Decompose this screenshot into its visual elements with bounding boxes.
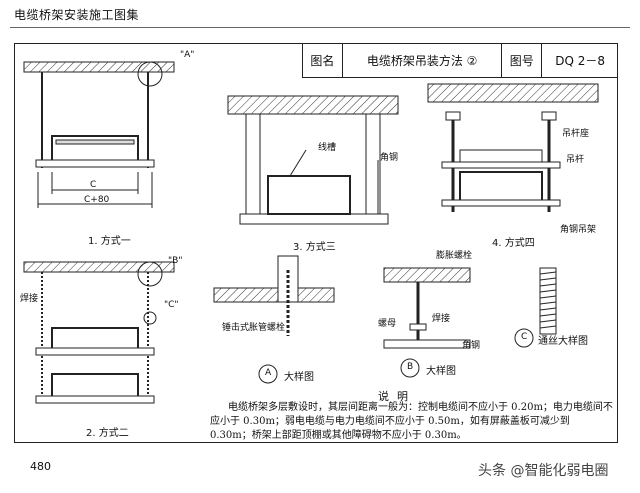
fig2-weld: 焊接 [20,294,39,304]
detail-a-marker: A [265,368,272,378]
fig3-caption: 3. 方式三 [293,242,336,253]
fig2-label-c: "C" [164,300,179,310]
title-block-label-number: 图号 [502,44,543,77]
figure-1-drawing [23,61,175,208]
fig4-caption: 4. 方式四 [492,238,535,249]
detail-b-angle: 角钢 [462,341,481,351]
title-block-label-name: 图名 [303,44,343,77]
title-block-drawing-name: 电缆桥架吊装方法 ② [343,44,503,77]
note-heading: 说明 [378,390,416,403]
figure-3-drawing [227,95,399,225]
detail-b-expansion: 膨胀螺栓 [436,251,473,261]
fig2-caption: 2. 方式二 [86,428,129,439]
fig1-dim-c: C [90,180,97,190]
fig1-dim-c80: C+80 [84,195,110,205]
drawing-frame [14,43,618,443]
note-text: 电缆桥架多层敷设时，其层间距离一般为：控制电缆间不应小于 0.20m；电力电缆间… [210,402,613,441]
fig4-lifting-base: 吊杆座 [562,129,590,139]
title-block: 图名 电缆桥架吊装方法 ② 图号 DQ 2－8 [302,44,618,78]
detail-c-drawing [514,267,557,348]
document-header-title: 电缆桥架安装施工图集 [14,8,140,22]
fig3-angle: 角钢 [380,153,399,163]
detail-c-caption: 通丝大样图 [538,336,588,347]
detail-a-drawing [213,255,335,384]
fig4-angle-hanger: 角钢吊架 [560,225,597,235]
detail-b-nut: 螺母 [378,319,397,329]
detail-b-weld: 焊接 [432,314,451,324]
title-block-drawing-number: DQ 2－8 [555,54,605,68]
figure-4-drawing [427,83,599,212]
figure-2-drawing [23,261,175,404]
page-number: 480 [30,460,51,473]
watermark-text: 头条 @智能化弱电圈 [478,463,609,479]
detail-c-marker: C [521,332,528,342]
fig2-label-b: "B" [168,256,183,266]
fig3-trough: 线槽 [318,143,337,153]
fig4-rod: 吊杆 [566,155,585,165]
header-divider [10,27,630,28]
fig1-caption: 1. 方式一 [88,236,131,247]
detail-a-bolt: 锤击式胀管螺栓 [222,323,286,333]
detail-b-caption: 大样图 [426,366,456,377]
detail-b-marker: B [407,362,414,372]
detail-a-caption: 大样图 [284,372,314,383]
detail-b-drawing [383,267,471,378]
fig1-label-a: "A" [180,50,195,60]
